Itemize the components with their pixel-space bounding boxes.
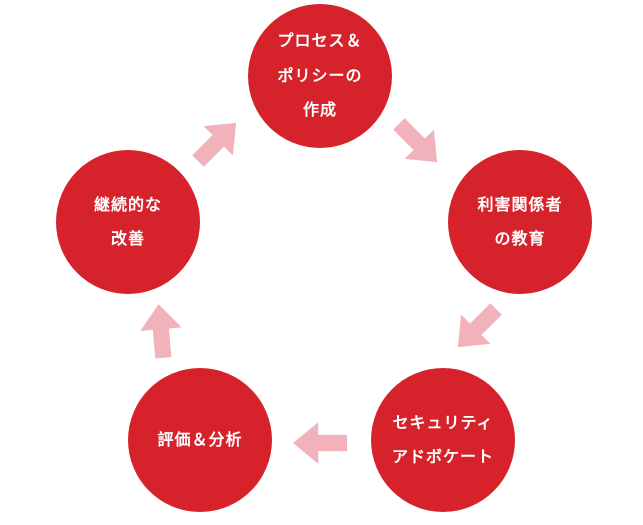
arrow-right-to-bottom-right-icon: [442, 293, 513, 364]
node-line: プロセス＆: [277, 31, 363, 51]
node-text: 利害関係者 の教育: [477, 188, 562, 257]
node-text: セキュリティ アドボケート: [392, 406, 494, 475]
cycle-node-process-policy-creation: プロセス＆ ポリシーの 作成: [248, 4, 392, 148]
node-text: 評価＆分析: [157, 423, 242, 457]
cycle-node-evaluation-analysis: 評価＆分析: [128, 368, 272, 512]
node-line: 作成: [302, 100, 337, 120]
node-line: 改善: [110, 229, 145, 248]
node-line: セキュリティ: [392, 412, 494, 432]
arrow-bottom-left-to-left-icon: [136, 302, 187, 360]
node-line: 継続的な: [93, 194, 162, 214]
node-line: ポリシーの: [277, 65, 363, 85]
arrow-left-to-top-icon: [182, 107, 253, 178]
arrow-bottom-right-to-bottom-left-icon: [293, 420, 347, 466]
node-line: アドボケート: [391, 447, 494, 466]
node-text: プロセス＆ ポリシーの 作成: [277, 24, 362, 127]
cycle-node-security-advocate: セキュリティ アドボケート: [371, 368, 515, 512]
cycle-node-stakeholder-education: 利害関係者 の教育: [448, 150, 592, 294]
node-text: 継続的な 改善: [94, 188, 162, 257]
node-line: 利害関係者: [477, 194, 563, 214]
cycle-node-continuous-improvement: 継続的な 改善: [56, 150, 200, 294]
node-line: の教育: [494, 229, 546, 248]
node-line: 評価＆分析: [157, 429, 243, 449]
arrow-top-to-right-icon: [383, 108, 454, 179]
